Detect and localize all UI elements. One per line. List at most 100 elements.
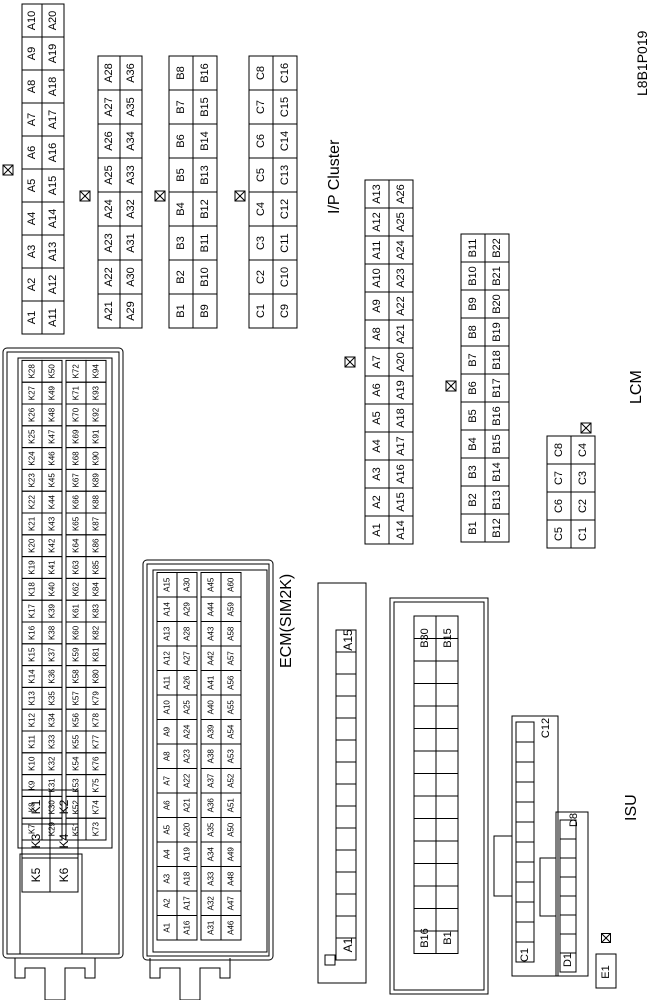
isu-b-cell	[435, 728, 459, 752]
isu-c-cell	[515, 901, 535, 923]
ecm-a1-pin: A15	[163, 577, 172, 592]
ip-a2-pin: A11	[47, 308, 59, 327]
isu-a-pin: A15	[341, 629, 355, 651]
ip-b2-pin: B11	[199, 234, 211, 253]
ip-a2-2-pin: A35	[125, 97, 137, 117]
ecm-k-housing-inner	[6, 351, 120, 955]
ecm-k3-pin: K56	[72, 712, 81, 727]
ecm-k1-pin: K24	[28, 451, 37, 466]
isu-d-cell	[559, 895, 577, 916]
key-mark	[79, 190, 91, 202]
ip-b2-pin: B14	[199, 131, 211, 151]
isu-c-cell	[515, 861, 535, 883]
lcm-c1-pin: C8	[553, 443, 565, 457]
isu-a-cell	[335, 937, 357, 961]
isu-b-cell	[413, 840, 437, 864]
ip-a2-cell	[41, 300, 65, 335]
lcm-a2-pin: A19	[395, 380, 407, 400]
ecm-k3-pin: K70	[72, 407, 81, 422]
ecm-k1-pin: K23	[28, 473, 37, 488]
ecm-k3-pin: K68	[72, 451, 81, 466]
ip-c1-pin: C8	[255, 66, 267, 80]
lcm-b2-pin: B18	[491, 350, 503, 370]
ecm-k-big-pin: K4	[57, 833, 71, 848]
ecm-a4-cell	[220, 572, 242, 598]
isu-a-cell	[335, 783, 357, 807]
ecm-a4-pin: A58	[227, 626, 236, 641]
ecm-k4-pin: K74	[92, 800, 101, 815]
key-mark-line	[2, 164, 14, 176]
ecm-a2-pin: A28	[183, 626, 192, 641]
ip-a2-2-pin: A31	[125, 233, 137, 253]
ecm-k2-pin: K36	[48, 669, 57, 684]
isu-c-cell	[515, 941, 535, 963]
isu-d-pin: D8	[568, 813, 580, 827]
lcm-a2-pin: A24	[395, 240, 407, 260]
isu-b-cell	[435, 863, 459, 887]
ecm-a1-pin: A11	[163, 675, 172, 689]
isu-b-cell	[435, 705, 459, 729]
isu-a-housing	[317, 582, 367, 984]
lcm-a2-pin: A15	[395, 492, 407, 512]
ecm-k3-pin: K53	[72, 778, 81, 793]
lcm-b2-pin: B16	[491, 406, 503, 426]
ecm-a1-pin: A3	[163, 873, 172, 883]
ecm-k1-pin: K26	[28, 407, 37, 422]
lcm-a1-pin: A5	[371, 411, 383, 424]
ecm-k1-pin: K14	[28, 669, 37, 684]
ip-b1-pin: B4	[175, 202, 187, 215]
lcm-b2-pin: B14	[491, 462, 503, 482]
isu-a-cell	[335, 805, 357, 829]
ip-c2-pin: C11	[279, 233, 291, 252]
ecm-a3-pin: A32	[207, 896, 216, 911]
ecm-k-big-frame	[19, 853, 83, 955]
ecm-k4-pin: K76	[92, 756, 101, 771]
isu-b-cell	[435, 930, 459, 954]
ecm-a2-pin: A24	[183, 724, 192, 739]
isu-b-pin: B30	[419, 628, 431, 648]
ecm-a2-pin: A29	[183, 602, 192, 617]
isu-b-cell	[435, 908, 459, 932]
ecm-a3-pin: A38	[207, 749, 216, 764]
ecm-k2-pin: K50	[48, 364, 57, 379]
lcm-b1-pin: B5	[467, 409, 479, 422]
isu-d-pin: D1	[562, 953, 574, 967]
isu-c-cell	[515, 821, 535, 843]
ecm-k-big-pin: K1	[29, 799, 43, 814]
isu-b-cell	[413, 728, 437, 752]
ecm-a1-pin: A14	[163, 602, 172, 617]
ecm-a3-pin: A37	[207, 773, 216, 788]
ecm-k2-pin: K30	[48, 800, 57, 815]
ip-b1-pin: B6	[175, 134, 187, 147]
ip-a2-2-pin: A32	[125, 199, 137, 219]
ecm-k1-pin: K19	[28, 560, 37, 575]
key-mark	[580, 422, 592, 434]
ecm-k4-pin: K88	[92, 494, 101, 509]
ecm-k2-pin: K49	[48, 385, 57, 400]
lcm-a1-pin: A10	[371, 268, 383, 288]
lcm-a1-pin: A11	[371, 241, 383, 260]
isu-b-cell	[435, 818, 459, 842]
isu-c-cell	[515, 841, 535, 863]
ecm-a4-pin: A47	[227, 896, 236, 911]
isu-d-cell	[559, 857, 577, 878]
ip-b1-pin: B3	[175, 236, 187, 249]
ecm-k4-pin: K87	[92, 516, 101, 531]
isu-a-cell	[335, 651, 357, 675]
ip-a2-2-pin: A36	[125, 63, 137, 83]
ecm-a3-pin: A43	[207, 626, 216, 641]
key-mark-line	[445, 380, 457, 392]
isu-a-cell	[335, 739, 357, 763]
ecm-k1-pin: K8	[28, 802, 37, 812]
ip-a1-pin: A8	[26, 80, 38, 93]
isu-c-cell	[515, 781, 535, 803]
lcm-b1-pin: B1	[467, 521, 479, 534]
isu-a-cell	[335, 695, 357, 719]
ecm-k3-pin: K60	[72, 625, 81, 640]
lcm-c2-cell	[570, 519, 596, 549]
isu-a-cell	[335, 915, 357, 939]
lcm-a2-pin: A25	[395, 212, 407, 232]
isu-c-cell	[515, 761, 535, 783]
lcm-a1-pin: A9	[371, 299, 383, 312]
ecm-k3-pin: K52	[72, 800, 81, 815]
